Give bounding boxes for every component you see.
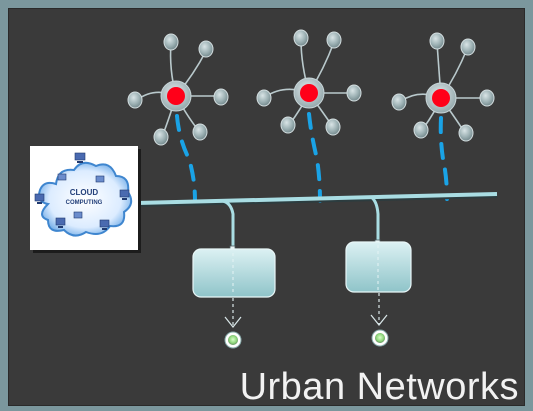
leaf-node-icon	[127, 91, 143, 109]
computer-icon	[74, 152, 86, 163]
leaf-node-icon	[192, 123, 208, 141]
leaf-node-icon	[213, 88, 229, 106]
computer-icon	[119, 189, 130, 200]
star-cluster-1	[127, 33, 229, 146]
leaf-node-icon	[325, 118, 341, 136]
leaf-node-icon	[460, 38, 476, 56]
diagram-canvas	[8, 8, 525, 406]
cloud-label-line1: CLOUD	[70, 188, 99, 197]
leaf-node-icon	[391, 93, 407, 111]
network-diagram	[127, 29, 498, 349]
server-box-icon	[345, 241, 412, 293]
leaf-node-icon	[479, 89, 495, 107]
computer-icon	[57, 173, 105, 219]
network-bus	[134, 192, 498, 207]
hub-node-icon	[425, 82, 457, 114]
endpoint-icon	[224, 331, 242, 349]
computer-icon	[34, 193, 45, 204]
computer-icon	[99, 219, 110, 230]
page-title: Urban Networks	[239, 366, 519, 408]
star-cluster-2	[256, 29, 362, 136]
leaf-node-icon	[280, 116, 296, 134]
leaf-node-icon	[198, 40, 214, 58]
leaf-node-icon	[429, 32, 445, 50]
cloud-icon: CLOUD COMPUTING	[34, 152, 133, 237]
leaf-node-icon	[293, 29, 309, 47]
endpoint-links	[224, 293, 388, 328]
bus-drop-lines	[222, 195, 380, 247]
leaf-node-icon	[163, 33, 179, 51]
computer-icon	[55, 217, 66, 228]
leaf-node-icon	[153, 128, 169, 146]
server-box-icon	[192, 248, 276, 298]
leaf-node-icon	[413, 121, 429, 139]
cloud-label-line2: COMPUTING	[66, 200, 103, 206]
leaf-node-icon	[346, 84, 362, 102]
hub-node-icon	[293, 77, 325, 109]
hub-node-icon	[160, 80, 192, 112]
leaf-node-icon	[326, 31, 342, 49]
cloud-computing-image: CLOUD COMPUTING	[30, 146, 138, 250]
uplink-dashed-lines	[175, 112, 449, 203]
leaf-node-icon	[458, 124, 474, 142]
endpoint-icon	[371, 329, 389, 347]
star-cluster-3	[391, 32, 495, 142]
leaf-node-icon	[256, 89, 272, 107]
